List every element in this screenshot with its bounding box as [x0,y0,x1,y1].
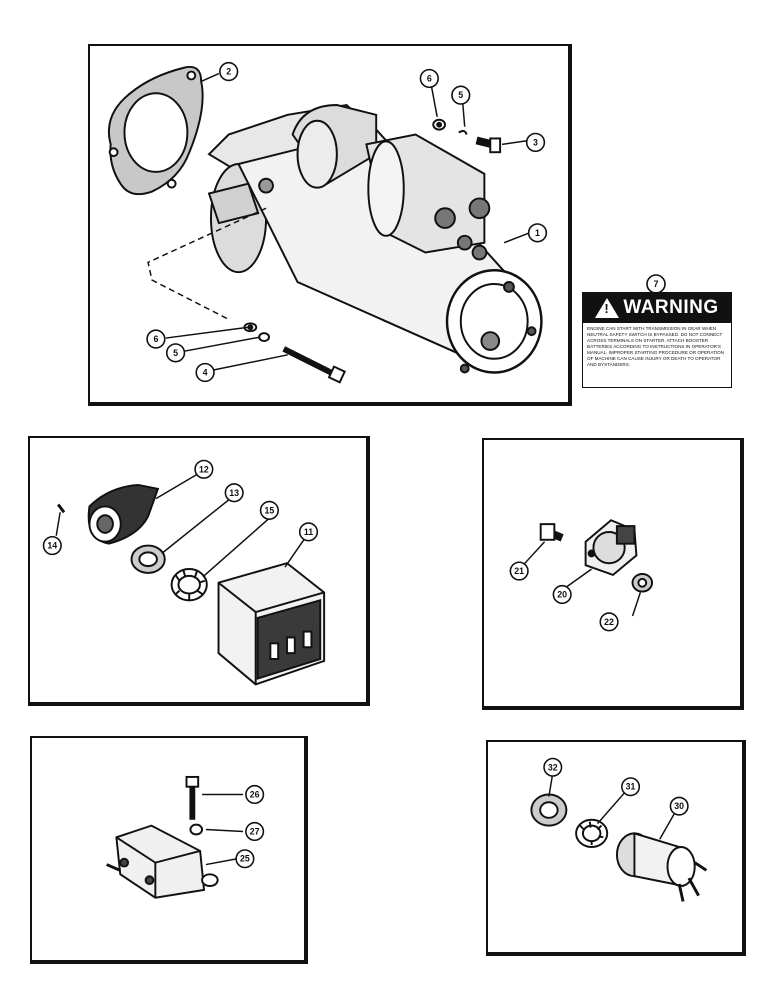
callout-25: 25 [240,854,250,864]
starter-body [207,103,543,374]
nut-part [130,544,166,574]
callout-7: 7 [653,279,658,289]
callout-31: 31 [626,782,636,792]
callout-20: 20 [557,589,567,599]
callout-14: 14 [47,541,57,551]
callout-5-bottom: 5 [173,348,178,358]
callout-2: 2 [226,67,231,77]
callout-26: 26 [250,789,260,799]
lockwasher-part [170,568,208,602]
callout-11: 11 [304,527,313,537]
warning-header: ! WARNING [583,293,731,323]
callout-22: 22 [604,617,614,627]
leader-lines [522,541,642,617]
callout-13: 13 [229,488,239,498]
leader-lines [548,772,676,840]
warning-title: WARNING [623,297,719,318]
leader-lines [165,72,530,372]
switch-20-part [584,519,638,577]
leader-lines [202,793,244,866]
callout-circles: 2 6 5 3 1 6 5 4 [146,61,548,383]
starter-motor-panel: 2 6 5 3 1 6 5 4 [88,44,572,406]
screw-part [57,503,66,514]
warning-triangle-icon: ! [595,298,620,318]
relay-panel: 12 13 15 11 14 [28,436,370,706]
lockwasher-31-part [575,818,609,848]
callout-30: 30 [674,801,684,811]
callout-12: 12 [199,464,209,474]
leader-lines [55,472,308,578]
switch-30-part [615,832,708,902]
callout-6-top: 6 [427,73,432,83]
callout-32: 32 [548,762,558,772]
callout-4: 4 [203,367,208,377]
nut-27-part [189,823,204,836]
callout-1: 1 [535,228,540,238]
callout-21: 21 [514,566,524,576]
dashed-guide-line [147,207,267,321]
warning-text: Engine can start with transmission in ge… [587,326,725,367]
switch-illustration: 21 20 22 [509,519,654,632]
ignition-switch-panel: 32 31 30 [486,740,746,956]
starter-motor-illustration: 2 6 5 3 1 6 5 4 [107,61,548,384]
switch-panel: 21 20 22 [482,438,744,710]
flasher-illustration: 26 27 25 [106,775,265,899]
knob-part [87,483,160,545]
callout-15: 15 [264,505,274,515]
bolt-26-part [185,775,200,820]
callout-27: 27 [250,826,260,836]
nut-32-part [530,793,568,827]
relay-illustration: 12 13 15 11 14 [42,459,326,686]
callout-6-bottom: 6 [153,334,158,344]
flasher-25-part [106,824,219,899]
relay-box-part [217,562,326,686]
callout-3: 3 [533,137,538,147]
upper-hardware [432,118,502,154]
lower-hardware [243,322,347,384]
flasher-panel: 26 27 25 [30,736,308,964]
warning-decal: ! WARNING Engine can start with transmis… [582,292,732,388]
gasket-part [107,66,204,196]
screw-21-part [539,523,564,542]
nut-22-part [631,573,654,593]
ignition-switch-illustration: 32 31 30 [530,757,708,902]
callout-5-top: 5 [458,90,463,100]
